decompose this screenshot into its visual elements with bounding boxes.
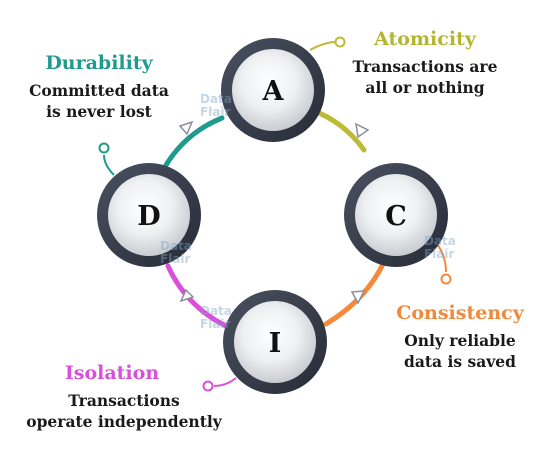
node-d-letter: D — [137, 201, 160, 232]
isolation-desc-line1: Transactions — [68, 391, 180, 410]
pin-durability-icon — [98, 142, 115, 176]
svg-text:Data: Data — [160, 239, 192, 253]
consistency-desc-line1: Only reliable — [404, 331, 516, 350]
watermark-2: Data Flair — [424, 234, 456, 261]
watermark-3: Data Flair — [160, 239, 192, 266]
isolation-desc-line2: operate independently — [26, 412, 222, 431]
isolation-title: Isolation — [64, 362, 160, 384]
consistency-title: Consistency — [396, 302, 524, 324]
atomicity-title: Atomicity — [374, 28, 476, 50]
pin-isolation-icon — [202, 377, 237, 392]
watermark-1: Data Flair — [200, 92, 232, 119]
svg-text:Data: Data — [200, 92, 232, 106]
durability-label: Durability Committed data is never lost — [20, 52, 178, 122]
arrow-to-atomicity-icon — [178, 120, 194, 136]
pin-atomicity-icon — [309, 36, 346, 51]
svg-text:Flair: Flair — [200, 105, 231, 119]
node-atomicity: A — [221, 38, 325, 142]
atomicity-desc-line1: Transactions are — [352, 57, 498, 76]
atomicity-desc-line2: all or nothing — [365, 78, 485, 97]
durability-desc-line2: is never lost — [46, 102, 152, 121]
svg-text:Flair: Flair — [200, 317, 231, 331]
durability-desc-line1: Committed data — [29, 81, 169, 100]
arc-isolation-to-durability — [165, 263, 229, 329]
atomicity-label: Atomicity Transactions are all or nothin… — [340, 28, 510, 98]
node-a-letter: A — [262, 76, 285, 107]
node-c-letter: C — [385, 201, 407, 232]
isolation-label: Isolation Transactions operate independe… — [14, 362, 234, 432]
node-isolation: I — [223, 290, 327, 394]
svg-text:Data: Data — [200, 304, 232, 318]
arrow-to-consistency-icon — [355, 122, 370, 139]
svg-text:Data: Data — [424, 234, 456, 248]
svg-text:Flair: Flair — [424, 247, 455, 261]
pin-consistency-icon — [436, 243, 452, 285]
node-consistency: C — [344, 163, 448, 267]
consistency-desc-line2: data is saved — [404, 352, 516, 371]
node-durability: D — [97, 163, 201, 267]
watermark-4: Data Flair — [200, 304, 232, 331]
node-i-letter: I — [269, 328, 282, 359]
consistency-label: Consistency Only reliable data is saved — [390, 302, 530, 372]
arrow-to-isolation-icon — [350, 290, 366, 305]
durability-title: Durability — [45, 52, 153, 74]
svg-text:Flair: Flair — [160, 252, 191, 266]
arrow-to-durability-icon — [179, 288, 195, 303]
